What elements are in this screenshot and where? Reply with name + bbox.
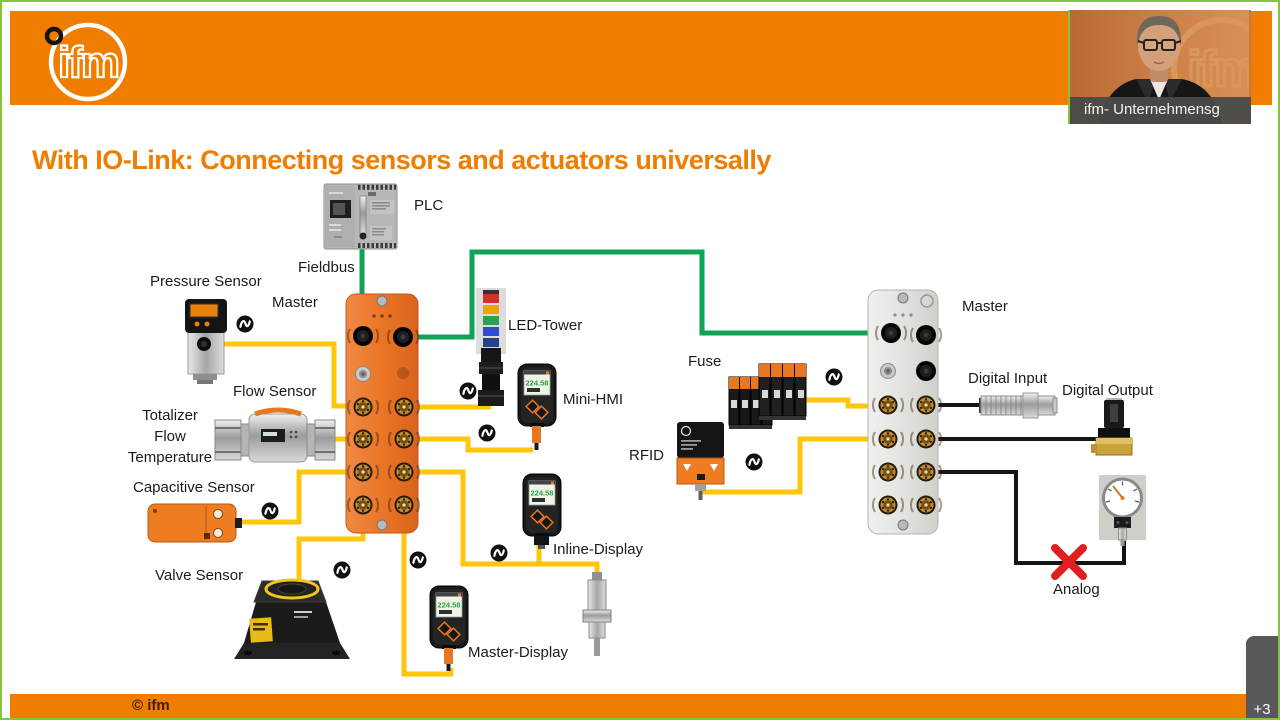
fieldbus-wire-master-to-master xyxy=(405,249,891,340)
ifm-logo-icon: ifm xyxy=(44,22,128,102)
flow-sensor-device xyxy=(214,407,336,463)
valve-sensor-label: Valve Sensor xyxy=(155,567,244,584)
capacitive-sensor-label: Capacitive Sensor xyxy=(133,479,255,496)
rfid-label: RFID xyxy=(629,447,664,464)
valve-sensor-device xyxy=(234,578,350,659)
participants-badge[interactable]: +3 xyxy=(1246,636,1278,718)
ifm-logo-text: ifm xyxy=(58,38,118,87)
wire-analog xyxy=(926,470,1126,565)
totalizer-line: Totalizer xyxy=(142,407,198,424)
plc-device xyxy=(323,183,398,250)
io-link-icon xyxy=(477,423,497,443)
io-link-icon xyxy=(744,452,764,472)
rfid-device xyxy=(676,422,725,500)
pressure-transmitter-device xyxy=(582,572,612,656)
flow-sensor-label: Flow Sensor xyxy=(233,383,317,400)
mini-hmi-label: Mini-HMI xyxy=(563,391,623,408)
webcam-caption: ifm- Unternehmensg xyxy=(1070,97,1251,124)
logo-degree-ring xyxy=(44,26,64,46)
io-link-icon xyxy=(824,367,844,387)
inline-display-device: 224.58 xyxy=(522,473,562,549)
fuse-label: Fuse xyxy=(688,353,722,370)
inline-display-label: Inline-Display xyxy=(553,541,644,558)
footer-bar: © ifm xyxy=(10,694,1272,718)
copyright-text: © ifm xyxy=(132,697,170,714)
svg-text:224.58: 224.58 xyxy=(526,379,549,388)
wire-capacitive-sensor xyxy=(238,469,363,525)
master-display-device: 224.58 xyxy=(429,585,469,671)
fuse-device xyxy=(728,363,807,429)
wire-mini-hmi xyxy=(404,436,533,453)
temperature-line: Temperature xyxy=(127,449,213,466)
io-link-icon xyxy=(235,314,255,334)
pressure-sensor-device xyxy=(185,299,227,384)
analog-label: Analog xyxy=(1053,581,1100,598)
io-link-icon xyxy=(408,550,428,570)
webcam-video[interactable]: ifm ifm- Unternehmensg xyxy=(1068,10,1251,124)
master-display-label: Master-Display xyxy=(468,644,569,661)
ifm-mini-logo-icon xyxy=(920,294,934,308)
digital-output-device xyxy=(1091,398,1133,456)
svg-text:224.58: 224.58 xyxy=(531,489,554,498)
plc-label: PLC xyxy=(414,197,444,214)
digital-input-device xyxy=(979,392,1058,419)
capacitive-sensor-device xyxy=(147,503,242,543)
pressure-sensor-label: Pressure Sensor xyxy=(150,273,262,290)
io-link-icon xyxy=(458,381,478,401)
wire-master-display xyxy=(401,505,454,677)
glasses-icon xyxy=(1137,39,1182,51)
master-left-label: Master xyxy=(272,294,318,311)
header-bar: ifm xyxy=(10,11,1272,105)
io-link-master-left-device xyxy=(345,293,421,534)
led-tower-label: LED-Tower xyxy=(508,317,583,334)
analog-gauge-device xyxy=(1099,475,1146,546)
io-link-icon xyxy=(489,543,509,563)
io-link-master-right-device xyxy=(867,289,943,535)
svg-text:224.58: 224.58 xyxy=(438,601,461,610)
page-title: With IO-Link: Connecting sensors and act… xyxy=(32,145,771,175)
analog-blocked-x-icon xyxy=(1051,544,1087,580)
mini-hmi-device: 224.58 xyxy=(517,363,557,450)
master-right-label: Master xyxy=(962,298,1008,315)
io-link-icon xyxy=(332,560,352,580)
wire-inline-display xyxy=(404,469,600,578)
led-tower-device xyxy=(476,288,506,406)
flow-line: Flow xyxy=(154,428,186,445)
digital-input-label: Digital Input xyxy=(968,370,1048,387)
io-link-icon xyxy=(260,501,280,521)
fieldbus-label: Fieldbus xyxy=(298,259,355,276)
totalizer-flow-temperature-label: Totalizer Flow Temperature xyxy=(114,405,226,468)
wires-layer xyxy=(207,249,1126,677)
wire-rfid xyxy=(700,436,888,495)
digital-output-label: Digital Output xyxy=(1062,382,1153,399)
